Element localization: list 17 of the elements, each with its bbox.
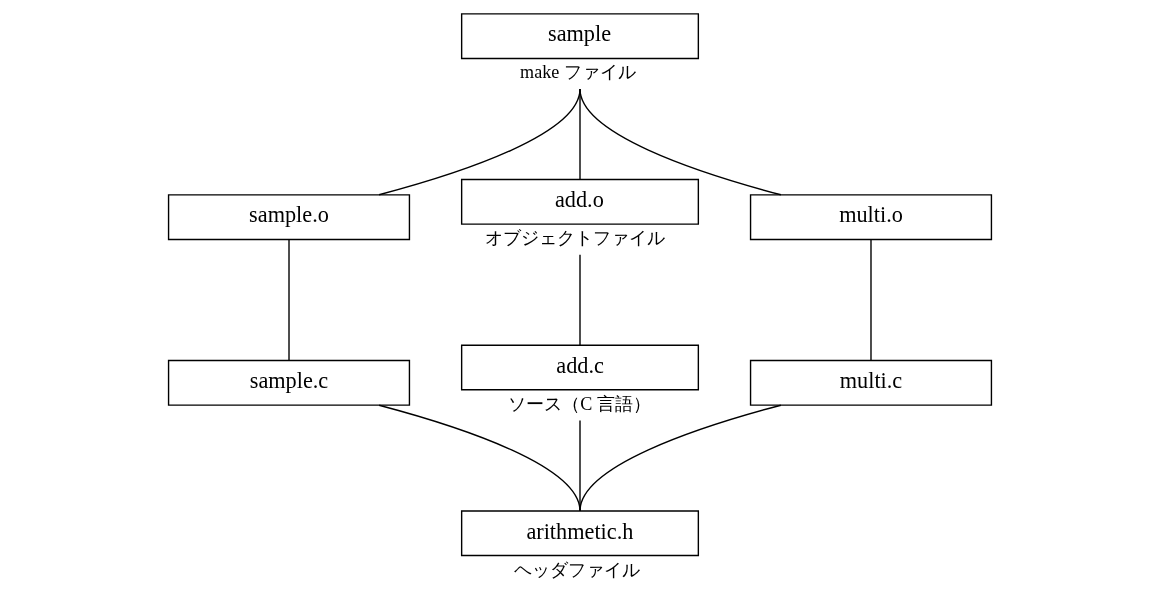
node-box: add.o: [460, 178, 700, 225]
connector: [579, 88, 782, 196]
connector: [870, 239, 872, 361]
connector: [579, 254, 581, 346]
node-label: ソース（C 言語）: [508, 393, 651, 414]
connector: [288, 239, 290, 361]
connector: [579, 404, 782, 512]
node-box: sample.c: [167, 359, 411, 406]
node-label: オブジェクトファイル: [485, 228, 666, 249]
node-box: multi.o: [749, 194, 993, 241]
node-box: sample: [460, 13, 700, 60]
node-box: sample.o: [167, 194, 411, 241]
node-box: multi.c: [749, 359, 993, 406]
node-label: ヘッダファイル: [513, 559, 640, 580]
node-box: arithmetic.h: [460, 510, 700, 557]
node-label: make ファイル: [520, 62, 636, 83]
node-box: add.c: [460, 344, 700, 391]
